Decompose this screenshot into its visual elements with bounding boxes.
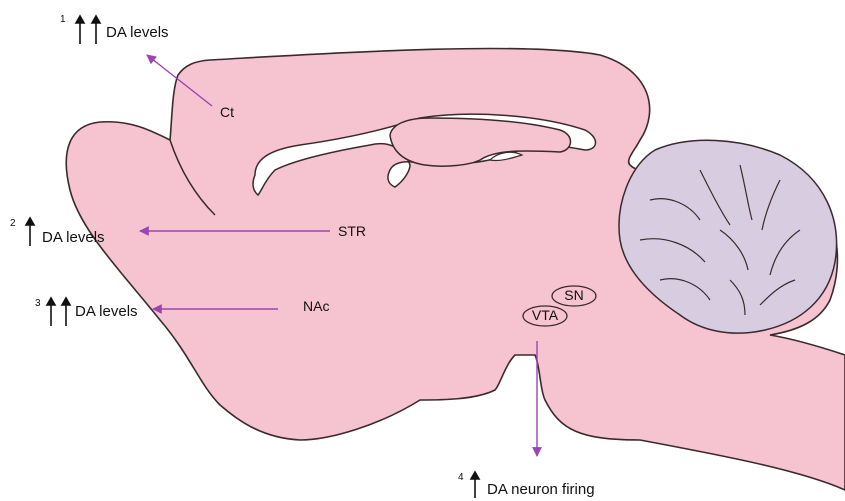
annotation-3: 3 DA levels — [35, 298, 138, 326]
up-arrow-icon — [26, 218, 34, 246]
annotation-4: 4 DA neuron firing — [458, 472, 595, 498]
annotation-1-text: DA levels — [106, 24, 169, 41]
up-arrow-icon — [76, 16, 84, 44]
up-arrow-icon — [62, 298, 70, 326]
annotation-1: 1 DA levels — [60, 14, 169, 44]
region-label-ct: Ct — [220, 104, 234, 120]
annotation-3-number: 3 — [35, 298, 41, 309]
region-label-nac: NAc — [303, 298, 329, 314]
annotation-4-number: 4 — [458, 472, 464, 483]
annotation-4-text: DA neuron firing — [487, 481, 595, 498]
region-label-sn: SN — [564, 287, 583, 303]
annotation-3-text: DA levels — [75, 303, 138, 320]
up-arrow-icon — [92, 16, 100, 44]
up-arrow-icon — [471, 472, 479, 498]
annotation-1-number: 1 — [60, 14, 66, 25]
region-label-vta: VTA — [532, 307, 559, 323]
annotation-2-number: 2 — [10, 218, 16, 229]
annotation-2-text: DA levels — [42, 229, 105, 246]
region-label-str: STR — [338, 223, 366, 239]
up-arrow-icon — [47, 298, 55, 326]
